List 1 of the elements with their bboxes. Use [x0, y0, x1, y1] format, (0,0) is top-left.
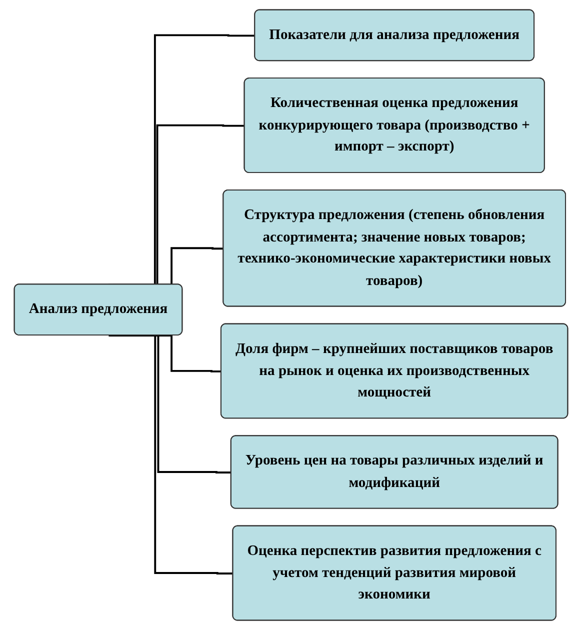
connector — [108, 334, 234, 574]
